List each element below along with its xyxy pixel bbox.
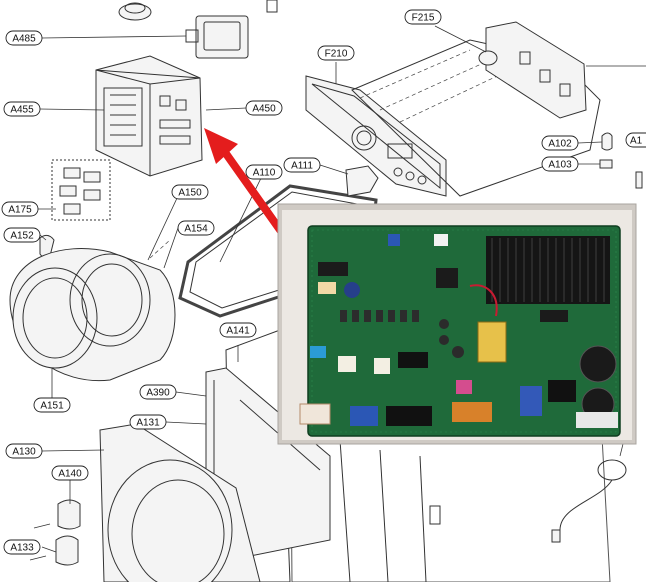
callout-a1: A1 [625, 132, 646, 148]
part-a455-controller-box [95, 55, 203, 177]
callout-a175: A175 [1, 201, 39, 217]
svg-text:A102: A102 [548, 139, 572, 150]
part-a140-hinge [29, 499, 81, 566]
svg-text:A485: A485 [12, 34, 36, 45]
svg-text:A455: A455 [10, 105, 34, 116]
pcb-transformer [477, 321, 507, 363]
svg-text:A150: A150 [178, 188, 202, 199]
svg-text:A152: A152 [10, 231, 34, 242]
pcb-chip [436, 268, 458, 288]
pcb-relay [548, 380, 576, 402]
callout-a111: A111 [283, 157, 321, 173]
pcb-connector [338, 356, 356, 372]
callout-f215: F215 [404, 9, 442, 25]
part-a130-front-panel [99, 423, 261, 582]
callout-a455: A455 [3, 101, 41, 117]
svg-text:A141: A141 [226, 326, 250, 337]
part-right-harness [551, 439, 627, 543]
svg-text:A133: A133 [10, 543, 34, 554]
part-a103 [599, 159, 613, 169]
svg-text:A1: A1 [630, 136, 643, 147]
svg-text:A110: A110 [253, 168, 276, 179]
svg-text:F210: F210 [325, 49, 348, 60]
part-f210-control-panel [305, 75, 447, 197]
callout-a130: A130 [5, 443, 43, 459]
callout-a103: A103 [541, 156, 579, 172]
callout-a140: A140 [51, 465, 89, 481]
svg-text:A154: A154 [184, 224, 208, 235]
svg-text:A131: A131 [136, 418, 160, 429]
callout-a152: A152 [3, 227, 41, 243]
svg-text:A450: A450 [252, 104, 276, 115]
svg-text:A111: A111 [291, 161, 313, 172]
part-top-knob [118, 2, 152, 21]
pcb-relay [398, 352, 428, 368]
pcb-connector [386, 406, 432, 426]
svg-text:A390: A390 [146, 388, 170, 399]
pcb-chip [540, 310, 568, 322]
part-a485-bracket [185, 0, 278, 59]
pcb-chip [318, 262, 348, 276]
callout-a102: A102 [541, 135, 579, 151]
part-a150-door-assembly [9, 239, 176, 382]
pcb-heatsink [486, 236, 610, 304]
pcb-photo-inset [277, 203, 637, 445]
pcb-capacitor [452, 346, 464, 358]
pcb-connector [388, 234, 400, 246]
pcb-relay [520, 386, 542, 416]
pcb-connector [299, 403, 331, 425]
pcb-capacitor [439, 335, 449, 345]
pcb-connector [374, 358, 390, 374]
part-right-screw [635, 171, 643, 189]
callout-a390: A390 [139, 384, 177, 400]
callout-a150: A150 [171, 184, 209, 200]
pcb-resistor-row [340, 310, 419, 322]
part-a175-clips [51, 159, 111, 221]
callout-a133: A133 [3, 539, 41, 555]
callout-a151: A151 [33, 397, 71, 413]
pcb-connector [456, 380, 472, 394]
pcb-connector [310, 346, 326, 358]
callout-a131: A131 [129, 414, 167, 430]
svg-text:A175: A175 [8, 205, 32, 216]
svg-text:A130: A130 [12, 447, 36, 458]
callout-a485: A485 [5, 30, 43, 46]
callout-a110: A110 [245, 164, 283, 180]
svg-text:A140: A140 [58, 469, 82, 480]
pcb-capacitor [579, 345, 617, 383]
svg-text:F215: F215 [412, 13, 435, 24]
callout-f210: F210 [317, 45, 355, 61]
pcb-red-wire [469, 284, 498, 317]
part-a111 [345, 165, 379, 197]
part-a102 [601, 132, 613, 151]
svg-text:A103: A103 [548, 160, 572, 171]
pcb-capacitor [439, 319, 449, 329]
part-f215-top-panel [351, 21, 646, 197]
pcb-connector [452, 402, 492, 422]
pcb-label-sticker [576, 412, 618, 428]
svg-text:A151: A151 [40, 401, 64, 412]
callout-a154: A154 [177, 220, 215, 236]
pcb-connector [434, 234, 448, 246]
pcb-connector [318, 282, 336, 294]
callout-a450: A450 [245, 100, 283, 116]
pcb-capacitor [344, 282, 360, 298]
pcb-connector [350, 406, 378, 426]
red-pointer-arrow [204, 128, 294, 248]
callout-a141: A141 [219, 322, 257, 338]
